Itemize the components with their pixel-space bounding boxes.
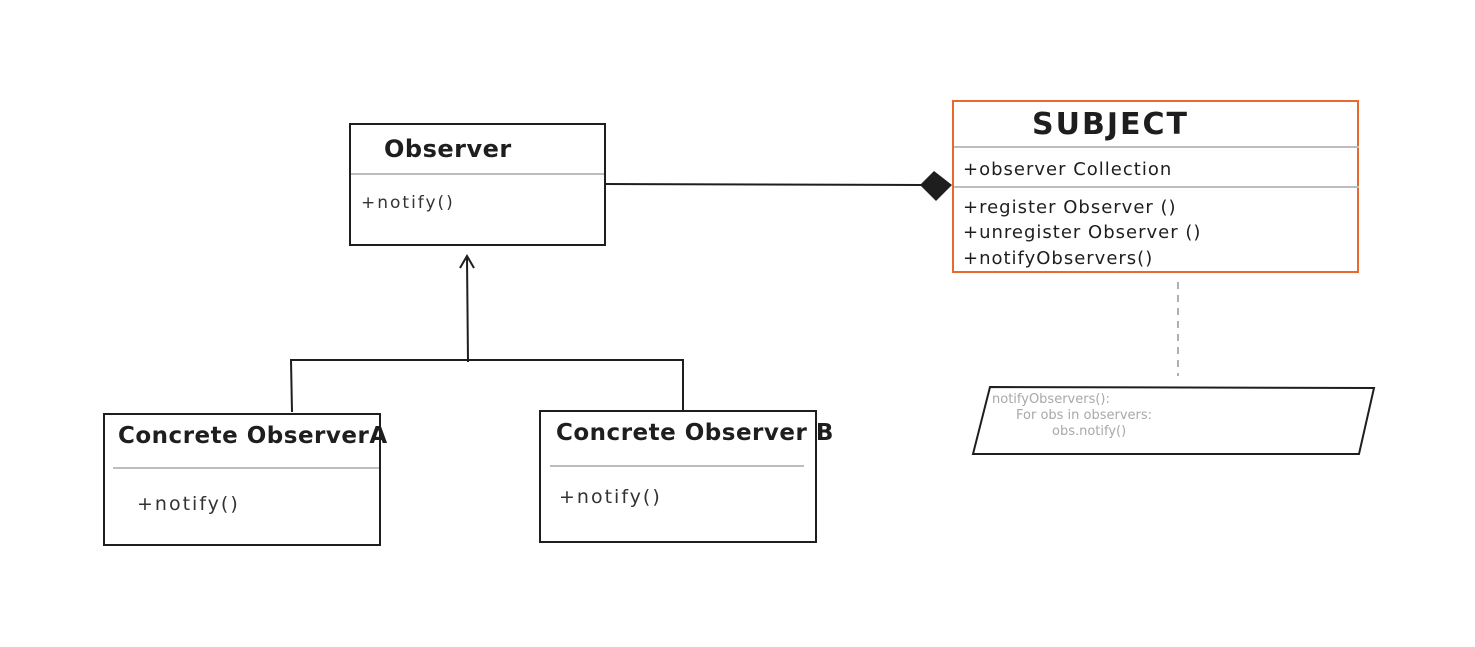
subject-class-title: SUBJECT (1032, 107, 1189, 142)
observer-divider (351, 173, 604, 175)
observer-method: +notify() (361, 193, 455, 213)
subject-divider-bottom (954, 186, 1359, 188)
subject-method-register: +register Observer () (963, 197, 1177, 218)
composition-line (605, 183, 923, 186)
subject-method-notify: +notifyObservers() (963, 248, 1154, 269)
concrete-observer-a-title: Concrete ObserverA (118, 423, 388, 449)
note-line-2: For obs in observers: (1016, 408, 1153, 423)
inheritance-branch (289, 359, 684, 413)
concrete-observer-b-title: Concrete Observer B (556, 420, 834, 446)
concrete-observer-b-box: Concrete Observer B +notify() (539, 410, 833, 543)
concrete-observer-b-method: +notify() (559, 486, 662, 508)
subject-attribute: +observer Collection (963, 159, 1173, 180)
note-line-1: notifyObservers(): (992, 392, 1110, 407)
observer-class-box: Observer +notify() (349, 123, 606, 246)
subject-divider-top (954, 146, 1359, 148)
subject-method-unregister: +unregister Observer () (963, 222, 1202, 243)
composition-diamond (920, 171, 952, 201)
inheritance-arrowhead (459, 254, 475, 269)
inheritance-trunk (466, 257, 469, 363)
concrete-observer-b-divider (550, 465, 804, 467)
concrete-observer-a-method: +notify() (137, 493, 240, 515)
concrete-observer-a-box: Concrete ObserverA +notify() (103, 413, 387, 546)
note-shape (971, 385, 1376, 455)
note-line-3: obs.notify() (1052, 424, 1127, 439)
concrete-observer-a-divider (113, 467, 379, 469)
subject-class-box: SUBJECT +observer Collection +register O… (952, 100, 1359, 273)
observer-class-title: Observer (384, 135, 512, 163)
